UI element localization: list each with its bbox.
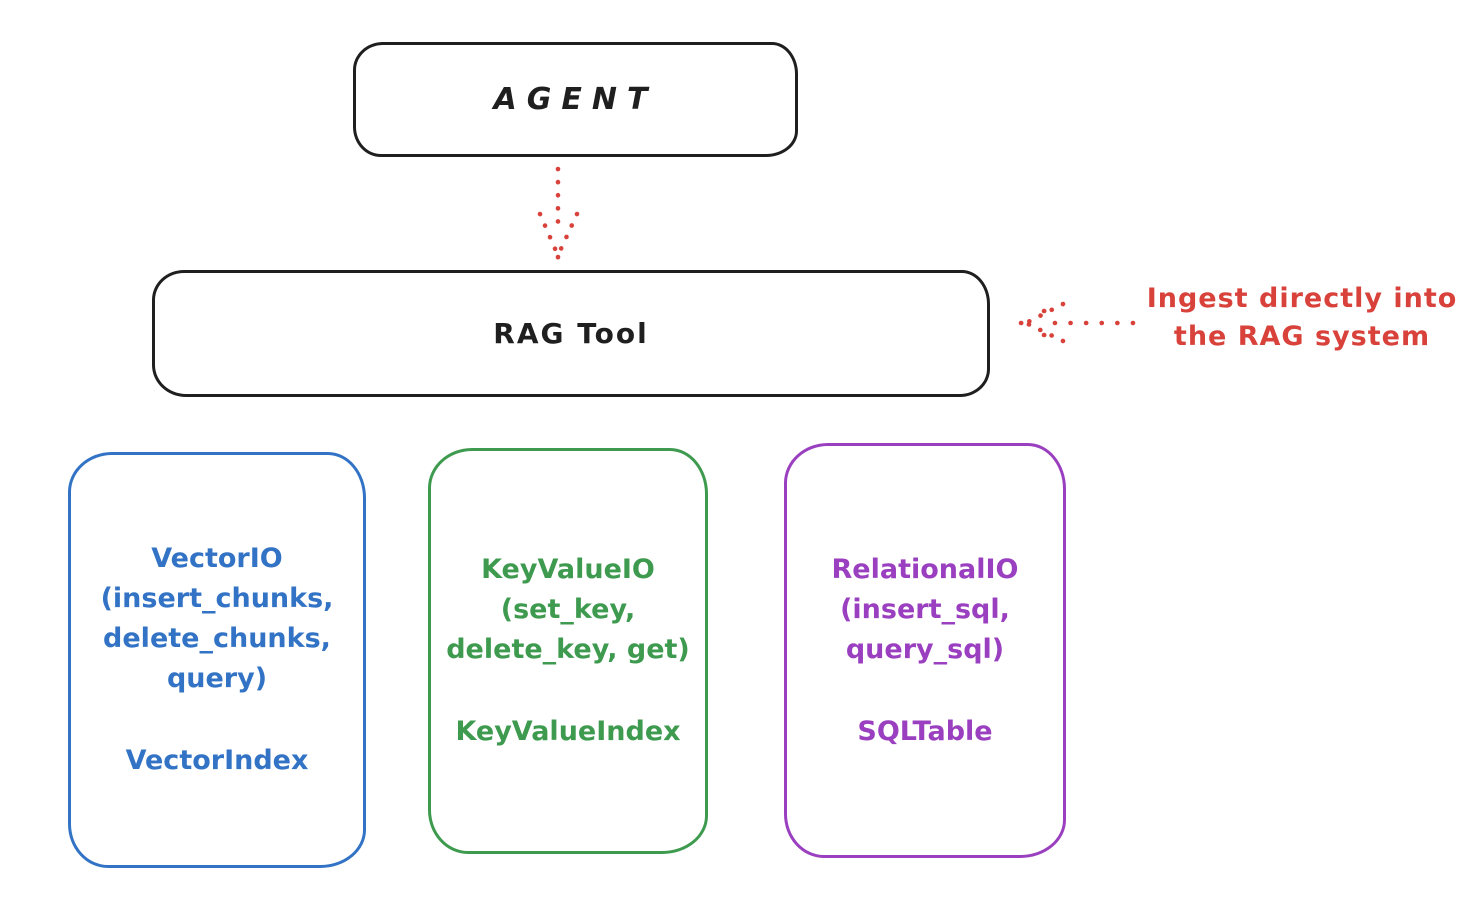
rag-tool-label: RAG Tool [493,317,649,350]
vector-index-label: VectorIndex [125,745,309,776]
keyvalue-io-label: KeyValueIO (set_key, delete_key, get) [446,554,690,665]
agent-label: AGENT [493,82,658,117]
agent-to-ragtool-arrow [537,166,580,260]
keyvalue-index-label: KeyValueIndex [455,716,681,747]
vector-io-box: VectorIO (insert_chunks, delete_chunks, … [68,452,366,868]
annotation-to-ragtool-arrow [1018,301,1136,344]
relational-io-box: RelationalIO (insert_sql, query_sql) SQL… [784,443,1066,858]
sqltable-label: SQLTable [857,715,993,747]
relational-io-label: RelationalIO (insert_sql, query_sql) [831,553,1019,665]
agent-box: AGENT [353,42,798,157]
vector-io-label: VectorIO (insert_chunks, delete_chunks, … [100,543,334,694]
annotation-text: Ingest directly into the RAG system [1146,283,1458,352]
keyvalue-io-box: KeyValueIO (set_key, delete_key, get) Ke… [428,448,708,854]
rag-tool-box: RAG Tool [152,270,990,397]
